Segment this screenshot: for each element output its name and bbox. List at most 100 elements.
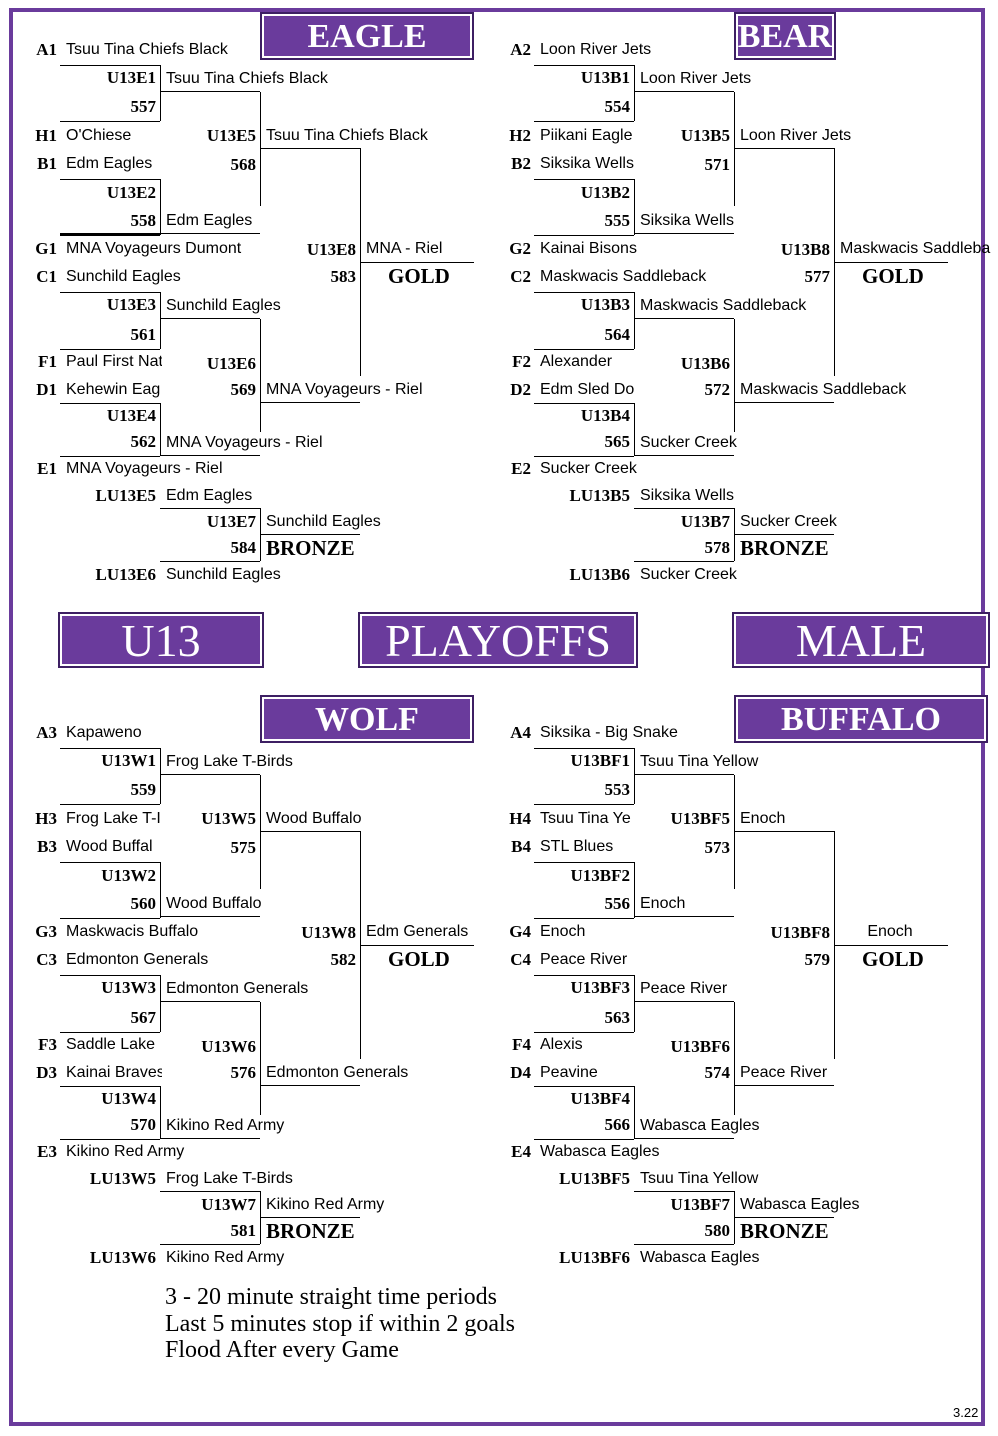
wolf-qf1-bottom-line [60,804,160,805]
rule-stop-time: Last 5 minutes stop if within 2 goals [165,1311,515,1337]
bear-team-h2: Piikani Eagle [540,127,633,144]
buffalo-sf2-winner-line [734,1085,834,1086]
buffalo-bronze-loser1-id: LU13BF5 [559,1169,630,1188]
buffalo-qf2-winner-line [634,916,734,917]
wolf-qf3-connector [160,975,161,1032]
wolf-seed-c3: C3 [36,950,57,969]
bear-sf2-connector [734,319,735,432]
bear-qf4-winner-line [634,455,734,456]
bear-sf2-id: U13B6 [680,354,730,373]
buffalo-qf1-connector [634,748,635,804]
wolf-qf3-num: 567 [130,1008,157,1027]
wolf-qf4-top-line [60,1086,160,1087]
buffalo-qf4-winner-line [634,1138,734,1139]
wolf-qf2-winner-line [160,916,260,917]
eagle-qf4-winner: MNA Voyageurs - Riel [166,434,323,451]
wolf-qf4-winner-line [160,1138,260,1139]
buffalo-sf1-winner-line [734,831,834,832]
wolf-bronze-winner-line [260,1217,360,1218]
eagle-qf2-connector [160,179,161,235]
wolf-sf1-winner: Wood Buffalo [266,810,362,827]
wolf-bronze-id: U13W7 [201,1195,256,1214]
bear-seed-b2: B2 [511,154,531,173]
bear-sf1-num: 571 [704,155,731,174]
bear-sf1-connector [734,92,735,206]
eagle-qf3-id: U13E3 [106,295,156,314]
bear-sf2-winner: Maskwacis Saddleback [740,381,907,398]
buffalo-sf2-id: U13BF6 [670,1037,731,1056]
buffalo-bronze-loser1: Tsuu Tina Yellow [640,1170,759,1187]
buffalo-bronze-bottom-line [634,1244,734,1245]
eagle-sf2-winner-line [260,402,360,403]
bear-qf3-num: 564 [604,325,631,344]
eagle-banner: EAGLE [260,12,474,60]
bear-qf3-id: U13B3 [580,295,630,314]
buffalo-team-b4: STL Blues [540,838,614,855]
bear-qf3-connector [634,292,635,349]
wolf-qf4-id: U13W4 [101,1089,156,1108]
wolf-gold-label: GOLD [388,947,450,971]
eagle-qf1-winner-line [160,91,260,92]
buffalo-sf1-id: U13BF5 [670,809,731,828]
eagle-qf4-id: U13E4 [106,406,156,425]
buffalo-qf1-top-line [534,748,634,749]
bear-qf1-id: U13B1 [580,68,630,87]
buffalo-bronze-winner: Wabasca Eagles [740,1196,860,1213]
buffalo-qf1-winner: Tsuu Tina Yellow [640,753,759,770]
bear-team-c2: Maskwacis Saddleback [540,268,707,285]
wolf-qf2-top-line [60,862,160,863]
bear-bronze-num: 578 [704,538,731,557]
eagle-qf1-num: 557 [130,97,157,116]
wolf-bronze-loser2: Kikino Red Army [166,1249,285,1266]
buffalo-qf2-top-line [534,862,634,863]
buffalo-seed-g4: G4 [509,922,531,941]
eagle-team-c1: Sunchild Eagles [66,268,181,285]
bear-team-g2: Kainai Bisons [540,240,637,257]
bear-qf2-connector [634,179,635,235]
eagle-team-g1: MNA Voyageurs Dumont [66,240,242,257]
wolf-sf1-winner-line [260,831,360,832]
eagle-qf4-bottom-line [60,456,160,457]
eagle-bronze-winner: Sunchild Eagles [266,513,381,530]
buffalo-qf4-top-line [534,1086,634,1087]
wolf-team-f3: Saddle Lake [66,1036,155,1053]
eagle-qf1-top-line [60,65,160,66]
eagle-sf1-connector [260,92,261,206]
eagle-bronze-loser2-id: LU13E6 [95,565,156,584]
buffalo-qf2-winner: Enoch [640,895,686,912]
eagle-qf2-num: 558 [130,211,157,230]
wolf-sf2-num: 576 [230,1063,257,1082]
wolf-qf3-bottom-line [60,1032,160,1033]
eagle-sf2-id: U13E6 [206,354,256,373]
buffalo-qf3-id: U13BF3 [570,978,631,997]
eagle-qf1-winner: Tsuu Tina Chiefs Black [166,70,328,87]
bear-final-id: U13B8 [780,240,830,259]
buffalo-qf2-connector [634,862,635,918]
bear-qf1-connector [634,65,635,121]
buffalo-qf4-winner: Wabasca Eagles [640,1117,760,1134]
buffalo-gold-label: GOLD [862,947,924,971]
title-banner-center: PLAYOFFS [358,612,638,668]
eagle-bronze-bottom-line [160,561,260,562]
bear-bronze-top-line [634,508,734,509]
bear-final-winner: Maskwacis Saddleba [840,240,991,257]
wolf-qf3-winner-line [160,1001,260,1002]
wolf-qf4-winner: Kikino Red Army [166,1117,285,1134]
eagle-final-num: 583 [330,267,357,286]
eagle-qf3-bottom-line [60,349,160,350]
bear-bronze-winner-line [734,534,834,535]
eagle-seed-a1: A1 [36,40,57,59]
eagle-team-b1: Edm Eagles [66,155,153,172]
bear-qf2-top-line [534,179,634,180]
bear-bronze-loser1: Siksika Wells [640,487,734,504]
buffalo-qf2-bottom-line [534,918,634,919]
eagle-bronze-loser1-id: LU13E5 [95,486,156,505]
eagle-team-d1: Kehewin Eag [66,381,161,398]
wolf-qf1-id: U13W1 [101,751,156,770]
buffalo-sf2-winner: Peace River [740,1064,828,1081]
eagle-team-e1: MNA Voyageurs - Riel [66,460,223,477]
buffalo-final-num: 579 [804,950,831,969]
eagle-team-f1: Paul First Nat [66,353,162,370]
wolf-bronze-bottom-line [160,1244,260,1245]
buffalo-team-c4: Peace River [540,951,628,968]
